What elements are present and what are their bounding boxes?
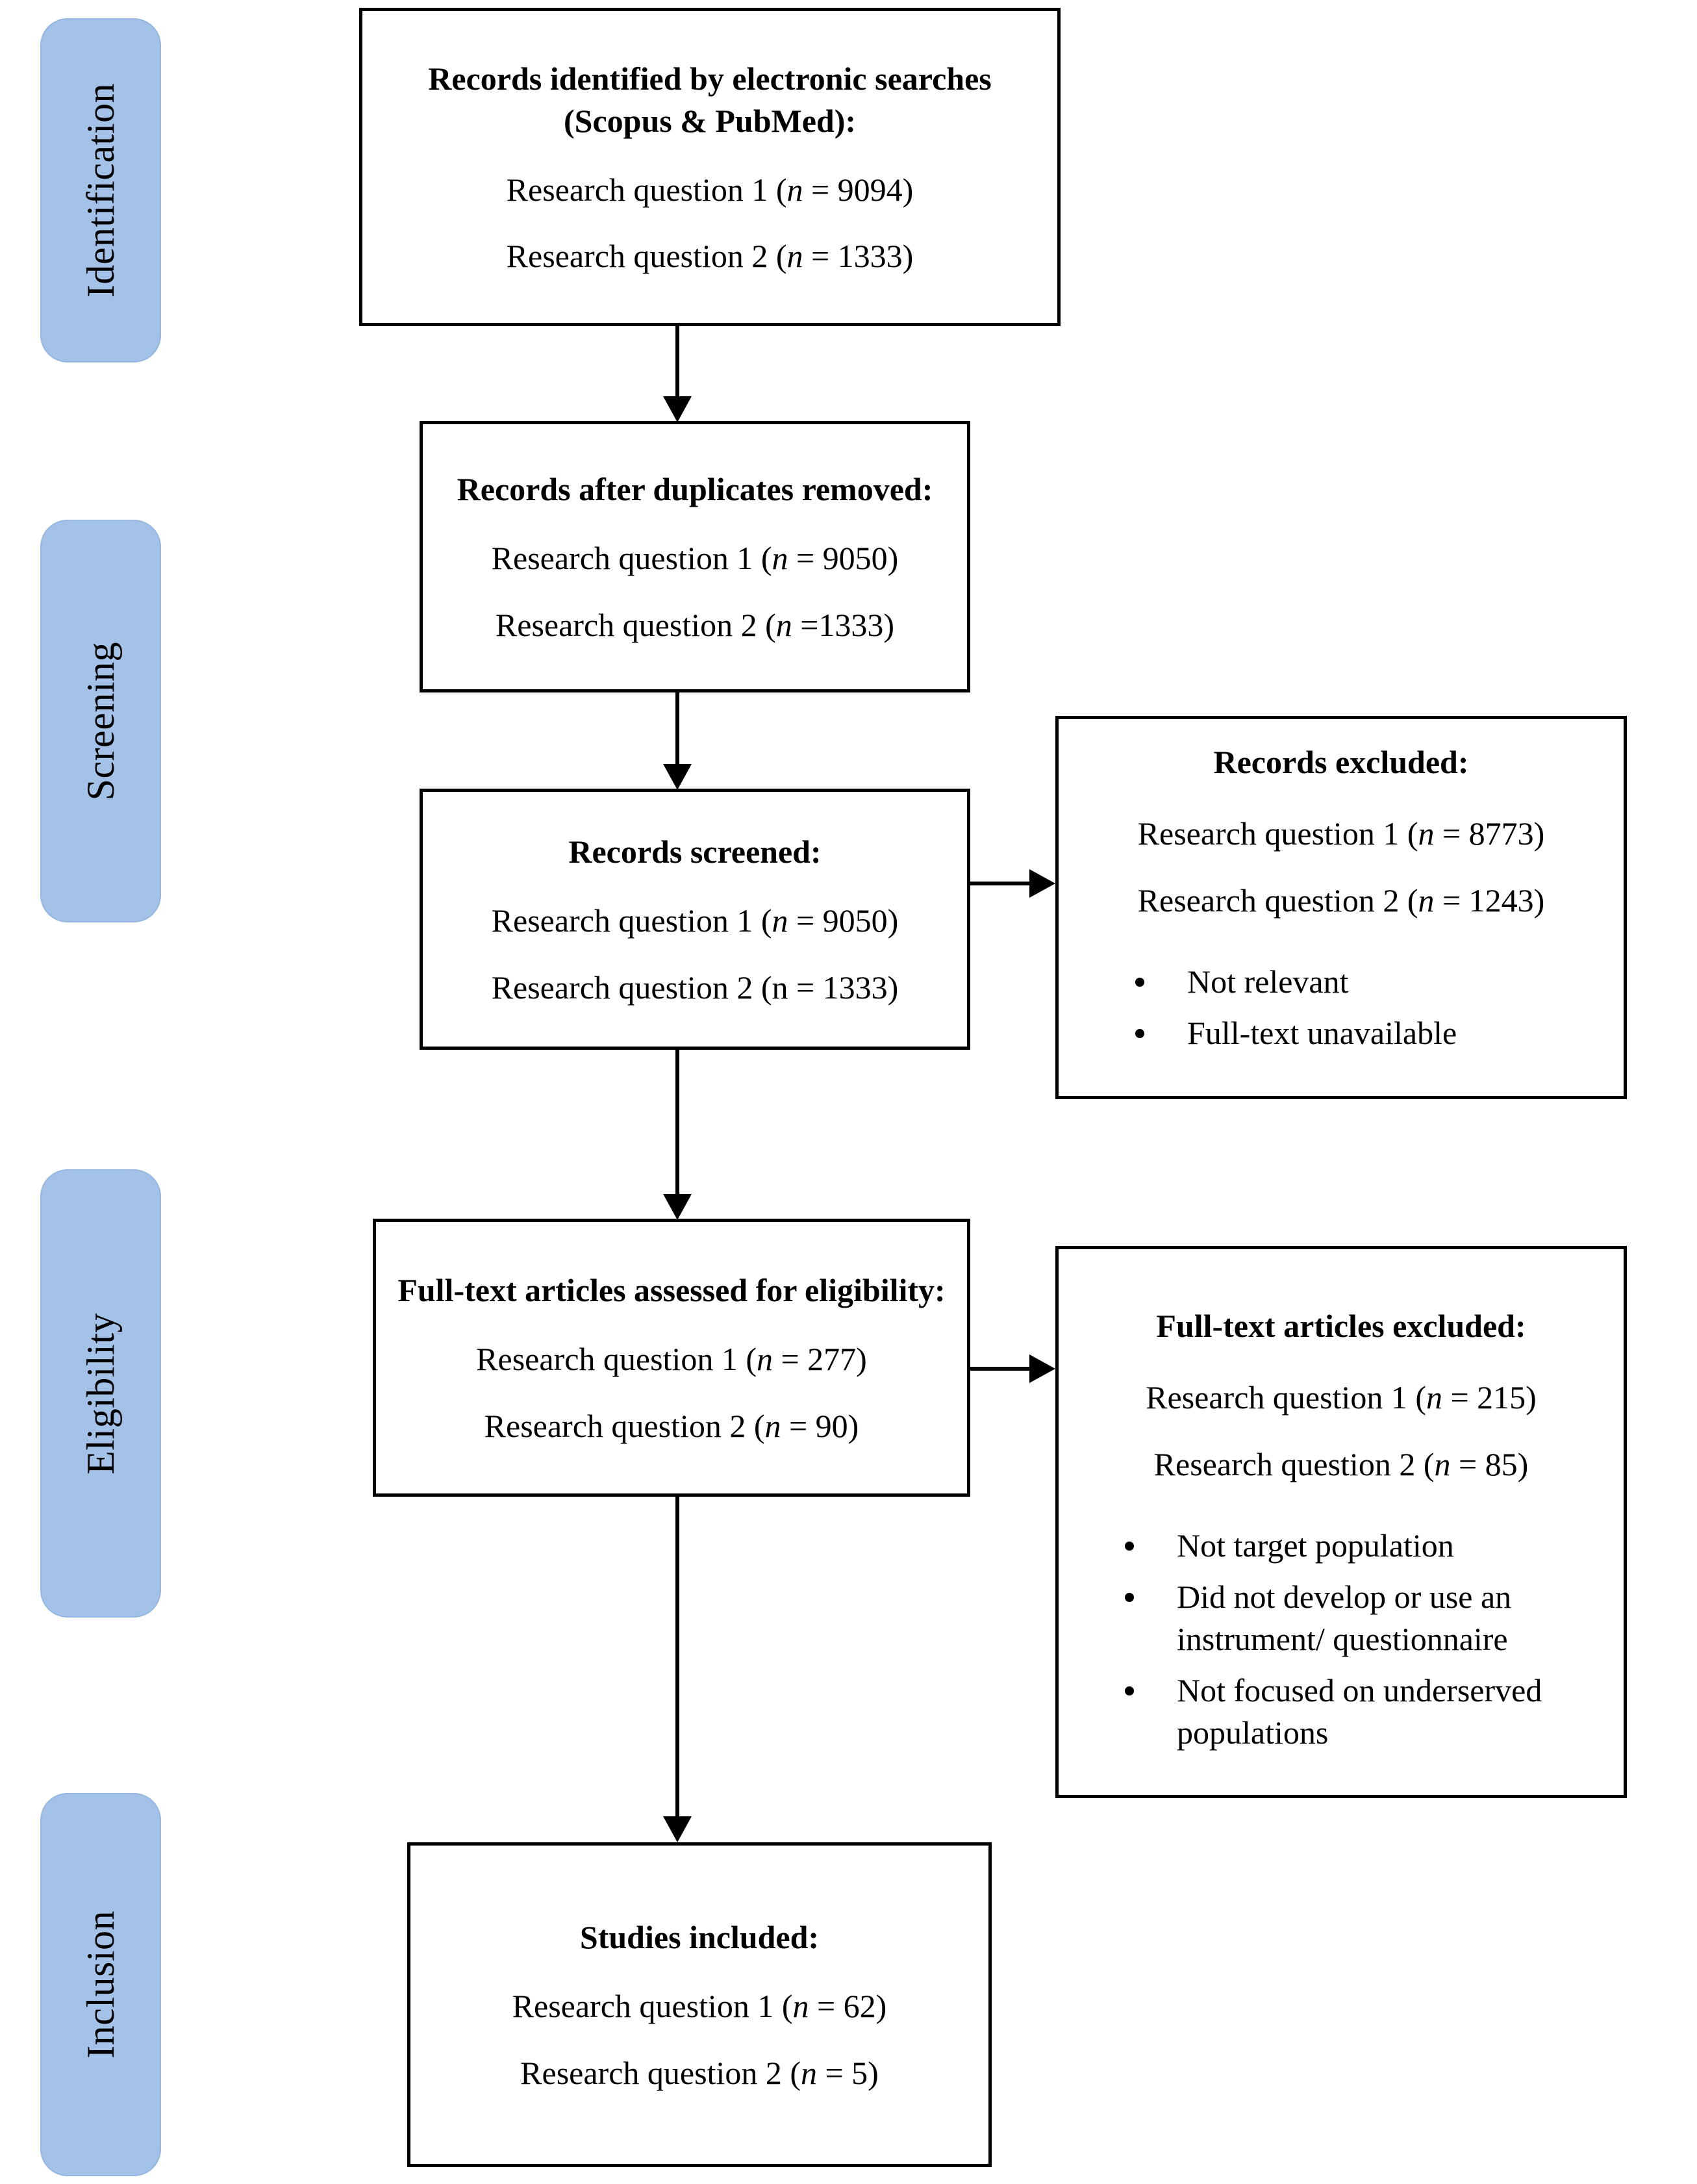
box-duplicates-removed-title: Records after duplicates removed: — [457, 471, 933, 507]
box-records-excluded-line-1: Research question 1 (n = 8773) — [1137, 815, 1545, 852]
box-fulltext-excluded-line-2: Research question 2 (n = 85) — [1153, 1445, 1529, 1482]
stage-tab-eligibility: Eligibility — [40, 1169, 161, 1618]
box-fulltext-excluded: Full-text articles excluded: Research qu… — [1055, 1246, 1627, 1798]
box-records-screened-line-1: Research question 1 (n = 9050) — [491, 902, 899, 939]
box-records-excluded-title: Records excluded: — [1213, 744, 1469, 780]
connector-fulltext-to-included — [675, 1497, 679, 1822]
arrow-identified-to-duplicates — [663, 396, 692, 422]
box-fulltext-assessed: Full-text articles assessed for eligibil… — [373, 1219, 970, 1497]
box-records-identified: Records identified by electronic searche… — [359, 8, 1061, 326]
box-duplicates-removed-line-2: Research question 2 (n =1333) — [495, 606, 895, 643]
connector-duplicates-to-screened — [675, 692, 679, 769]
arrow-fulltext-to-fulltext-excluded — [1029, 1354, 1055, 1383]
connector-fulltext-to-fulltext-excluded — [970, 1367, 1031, 1371]
box-duplicates-removed: Records after duplicates removed: Resear… — [420, 421, 970, 692]
stage-label-eligibility: Eligibility — [79, 1312, 122, 1475]
box-fulltext-excluded-line-1: Research question 1 (n = 215) — [1146, 1379, 1537, 1416]
list-item: Not relevant — [1131, 961, 1607, 1003]
stage-tab-screening: Screening — [40, 520, 161, 922]
stage-label-identification: Identification — [79, 83, 122, 298]
box-studies-included-line-2: Research question 2 (n = 5) — [520, 2054, 879, 2091]
box-fulltext-excluded-reasons: Not target population Did not develop or… — [1075, 1525, 1607, 1754]
arrow-screened-to-records-excluded — [1029, 869, 1055, 898]
box-fulltext-excluded-title: Full-text articles excluded: — [1156, 1308, 1526, 1344]
box-duplicates-removed-line-1: Research question 1 (n = 9050) — [491, 540, 899, 576]
connector-identified-to-duplicates — [675, 326, 679, 403]
box-records-excluded: Records excluded: Research question 1 (n… — [1055, 716, 1627, 1099]
box-fulltext-assessed-line-1: Research question 1 (n = 277) — [476, 1341, 867, 1377]
stage-tab-identification: Identification — [40, 18, 161, 362]
box-fulltext-assessed-title: Full-text articles assessed for eligibil… — [397, 1272, 946, 1308]
arrow-fulltext-to-included — [663, 1816, 692, 1842]
box-records-screened-title: Records screened: — [568, 833, 822, 870]
box-records-excluded-reasons: Not relevant Full-text unavailable — [1075, 961, 1607, 1054]
box-fulltext-assessed-line-2: Research question 2 (n = 90) — [484, 1407, 859, 1444]
arrow-screened-to-fulltext — [663, 1194, 692, 1220]
connector-screened-to-fulltext — [675, 1050, 679, 1199]
list-item: Not target population — [1121, 1525, 1607, 1567]
list-item: Full-text unavailable — [1131, 1012, 1607, 1054]
arrow-duplicates-to-screened — [663, 764, 692, 790]
box-studies-included: Studies included: Research question 1 (n… — [407, 1842, 992, 2167]
stage-tab-inclusion: Inclusion — [40, 1793, 161, 2176]
stage-label-inclusion: Inclusion — [79, 1911, 122, 2059]
box-studies-included-line-1: Research question 1 (n = 62) — [512, 1988, 887, 2024]
box-records-excluded-line-2: Research question 2 (n = 1243) — [1137, 882, 1545, 919]
box-records-screened-line-2: Research question 2 (n = 1333) — [491, 969, 899, 1006]
box-studies-included-title: Studies included: — [579, 1919, 820, 1955]
box-records-identified-line-2: Research question 2 (n = 1333) — [506, 238, 914, 274]
list-item: Not focused on underserved populations — [1121, 1670, 1607, 1754]
box-records-screened: Records screened: Research question 1 (n… — [420, 789, 970, 1050]
connector-screened-to-records-excluded — [970, 882, 1031, 885]
list-item: Did not develop or use an instrument/ qu… — [1121, 1576, 1607, 1660]
box-records-identified-line-1: Research question 1 (n = 9094) — [506, 171, 914, 208]
stage-label-screening: Screening — [79, 641, 122, 801]
box-records-identified-title: Records identified by electronic searche… — [428, 60, 992, 139]
